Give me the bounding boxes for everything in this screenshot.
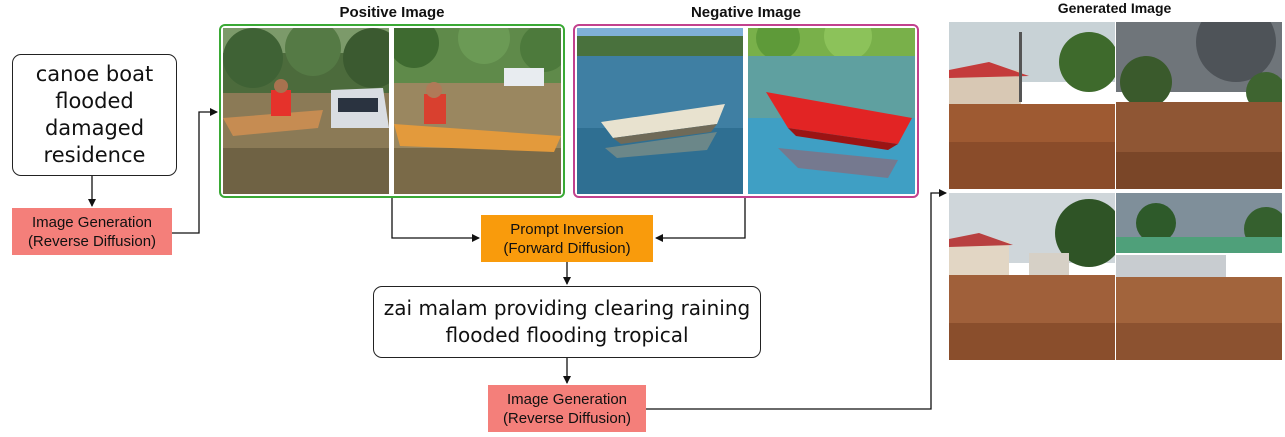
arrow-negative-to-inversion <box>655 198 746 242</box>
positive-photo-canoe-car <box>223 28 389 194</box>
image-generation-step-bottom: Image Generation (Reverse Diffusion) <box>488 385 646 432</box>
negative-photo-red-canoe <box>748 28 915 194</box>
negative-photo-rowboat <box>577 28 743 194</box>
arrow-generation-to-positive <box>172 108 218 234</box>
generated-image-title: Generated Image <box>1057 0 1172 16</box>
inverted-prompt-text: zai malam providing clearing raining flo… <box>383 296 751 347</box>
image-generation-step-left: Image Generation (Reverse Diffusion) <box>12 208 172 255</box>
image-generation-label-left: Image Generation (Reverse Diffusion) <box>27 213 157 250</box>
input-prompt-text: canoe boat flooded damaged residence <box>35 62 154 167</box>
positive-image-frame <box>219 24 565 198</box>
positive-photo-canoe-street <box>394 28 561 194</box>
negative-image-title: Negative Image <box>690 4 802 21</box>
positive-image-title: Positive Image <box>339 4 445 21</box>
generated-photo-2 <box>1116 22 1282 189</box>
inverted-prompt-box: zai malam providing clearing raining flo… <box>373 286 761 358</box>
generated-photo-4 <box>1116 193 1282 360</box>
prompt-inversion-step: Prompt Inversion (Forward Diffusion) <box>481 215 653 262</box>
generated-photo-1 <box>949 22 1115 189</box>
generated-photo-3 <box>949 193 1115 360</box>
image-generation-label-bottom: Image Generation (Reverse Diffusion) <box>502 390 632 427</box>
negative-image-frame <box>573 24 919 198</box>
arrow-bottom-generation-to-output <box>646 189 947 410</box>
prompt-inversion-label: Prompt Inversion (Forward Diffusion) <box>503 220 631 257</box>
input-prompt-box: canoe boat flooded damaged residence <box>12 54 177 176</box>
arrow-positive-to-inversion <box>391 198 480 242</box>
